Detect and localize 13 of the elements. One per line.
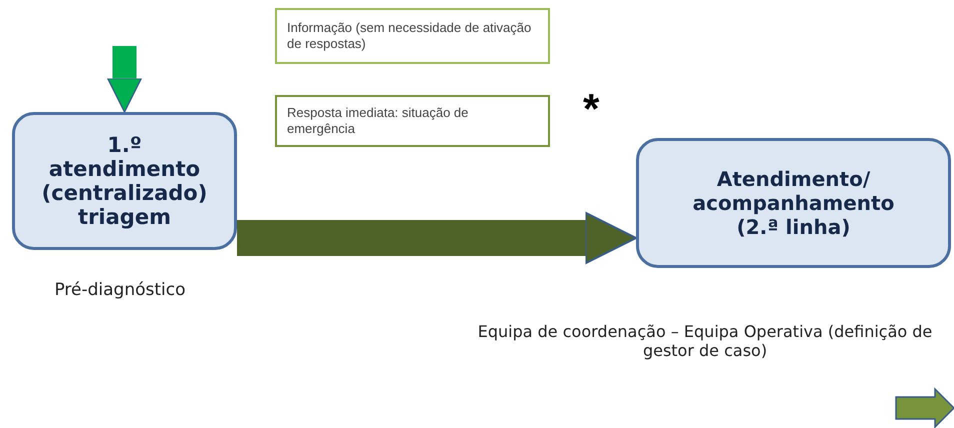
node-text: Resposta imediata: situação de emergência [287,104,470,138]
block-arrow [107,46,142,113]
node-text: Informação (sem necessidade de ativação de respostas) [287,20,532,52]
node-text: Atendimento/ acompanhamento (2.ª linha) [692,167,896,239]
note-box [275,8,550,64]
block-arrow [237,212,637,264]
node-text: 1.º atendimento (centralizado) triagem [42,133,208,229]
node-caption: Pré-diagnóstico [53,280,187,300]
asterisk-label: * [583,88,600,130]
note-box [275,95,550,147]
process-box [12,112,237,250]
process-box [636,138,951,268]
node-caption: Equipa de coordenação – Equipa Operativa (definição de gestor de caso) [476,322,934,360]
